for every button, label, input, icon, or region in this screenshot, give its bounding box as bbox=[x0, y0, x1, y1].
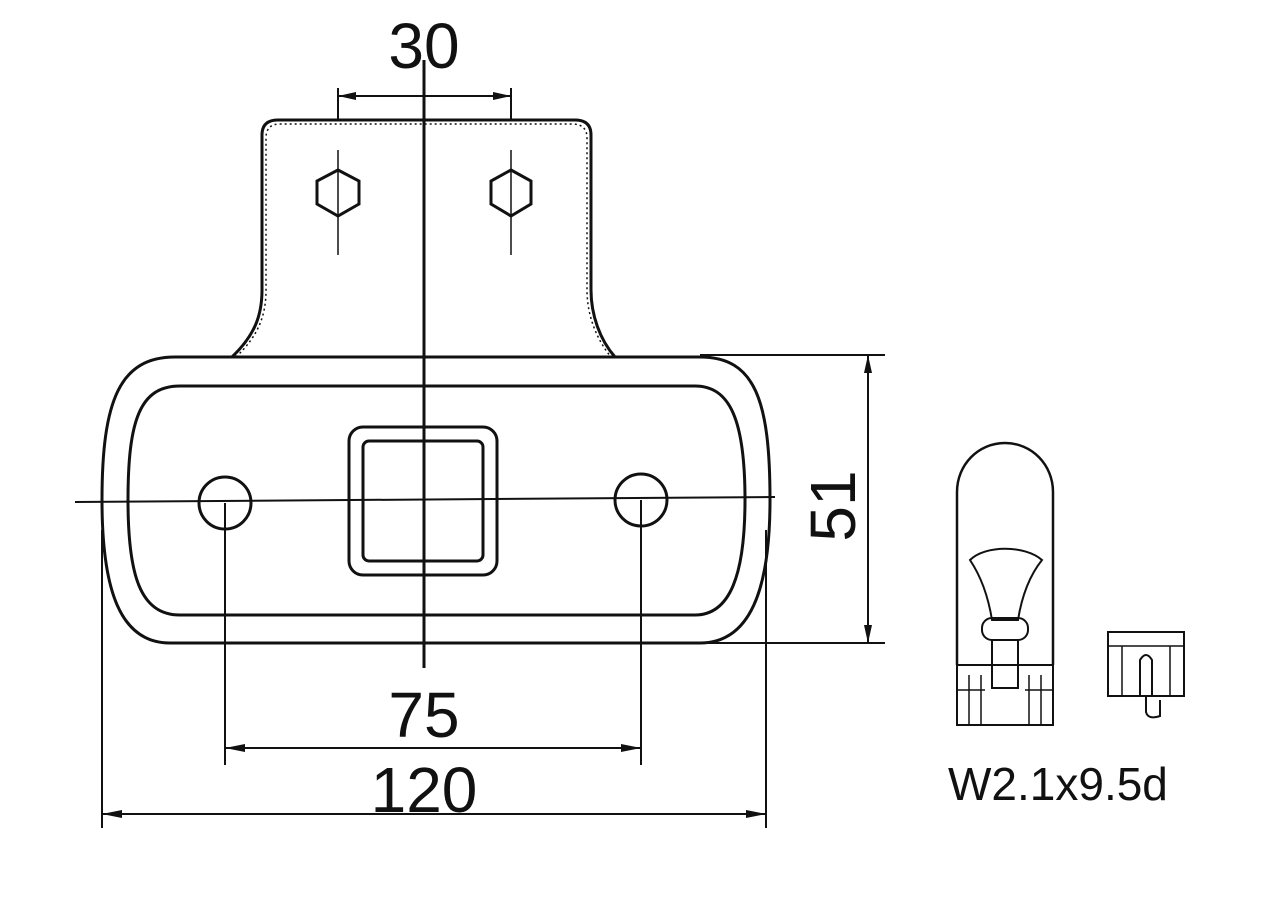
wedge-bulb-front bbox=[955, 441, 1055, 726]
dimension-label-hole-spacing: 75 bbox=[388, 679, 459, 751]
dimension-label-overall-width: 120 bbox=[371, 754, 478, 826]
mounting-bracket bbox=[230, 118, 617, 359]
dimension-hole-spacing: 75 bbox=[225, 679, 641, 752]
wedge-bulb-side bbox=[1107, 631, 1185, 719]
dimension-height: 51 bbox=[700, 354, 885, 644]
dimension-label-height: 51 bbox=[797, 470, 869, 541]
dimension-bolt-spacing: 30 bbox=[337, 10, 512, 120]
bulb-base-label: W2.1x9.5d bbox=[948, 758, 1168, 810]
center-lines bbox=[74, 60, 776, 765]
dimension-label-bolt-spacing: 30 bbox=[388, 10, 459, 82]
dimension-overall-width: 120 bbox=[101, 530, 767, 828]
